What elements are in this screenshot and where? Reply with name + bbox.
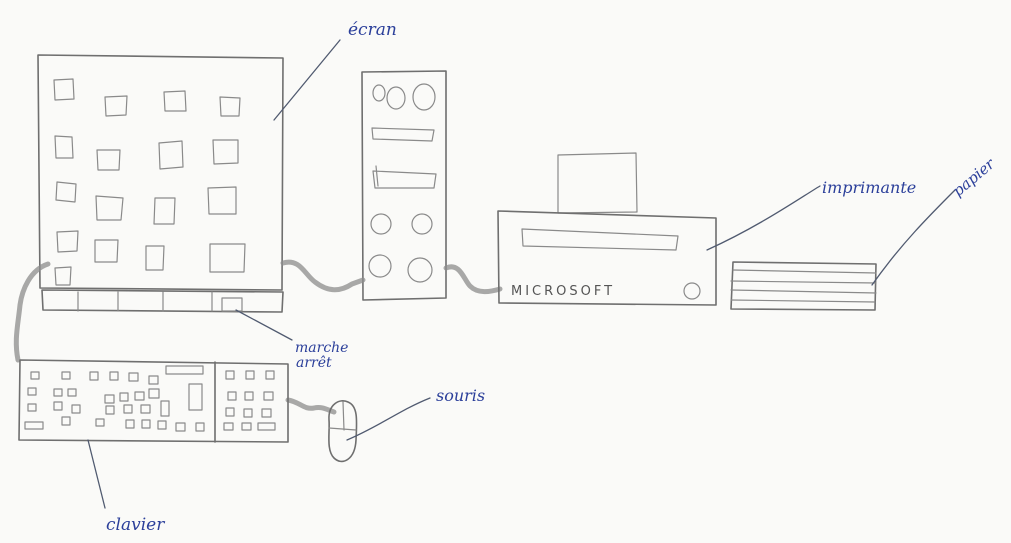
cable-monitor-keyboard bbox=[16, 264, 48, 360]
cable-monitor-tower bbox=[283, 262, 363, 290]
keyboard-keys bbox=[25, 366, 275, 431]
tower-details bbox=[369, 84, 436, 282]
label-clavier: clavier bbox=[106, 515, 165, 535]
power-buttons bbox=[78, 292, 242, 311]
mouse-button-line bbox=[329, 428, 356, 430]
leader-papier bbox=[872, 190, 955, 285]
paper-stack-lines bbox=[731, 270, 876, 302]
leader-imprimante bbox=[707, 186, 820, 250]
monitor bbox=[38, 55, 283, 312]
printer-power-knob bbox=[684, 283, 700, 299]
label-marche: marche bbox=[295, 340, 348, 356]
label-imprimante: imprimante bbox=[822, 178, 916, 197]
leader-marche bbox=[236, 310, 292, 340]
leader-ecran bbox=[274, 40, 340, 120]
label-ecran: écran bbox=[348, 20, 397, 40]
paper-stack-outline bbox=[731, 262, 876, 310]
keyboard bbox=[19, 360, 288, 442]
screen-icons bbox=[54, 79, 245, 285]
printer-paper-sheet bbox=[558, 153, 637, 213]
mouse-divider bbox=[343, 402, 344, 430]
printer: MICROSOFT bbox=[498, 153, 716, 305]
cable-keyboard-mouse bbox=[288, 400, 334, 412]
leader-lines bbox=[88, 40, 955, 508]
labels: écran imprimante papier marche arrêt sou… bbox=[106, 20, 999, 535]
cable-tower-printer bbox=[446, 267, 500, 292]
label-arret: arrêt bbox=[296, 355, 332, 371]
printer-slot bbox=[522, 229, 678, 250]
cables bbox=[16, 262, 500, 412]
leader-clavier bbox=[88, 440, 105, 508]
label-souris: souris bbox=[436, 386, 485, 405]
monitor-frame bbox=[38, 55, 283, 290]
label-papier: papier bbox=[949, 154, 999, 200]
cpu-tower bbox=[362, 71, 446, 300]
printer-brand-text: MICROSOFT bbox=[511, 284, 615, 299]
leader-souris bbox=[347, 398, 430, 440]
paper-stack bbox=[731, 262, 876, 310]
